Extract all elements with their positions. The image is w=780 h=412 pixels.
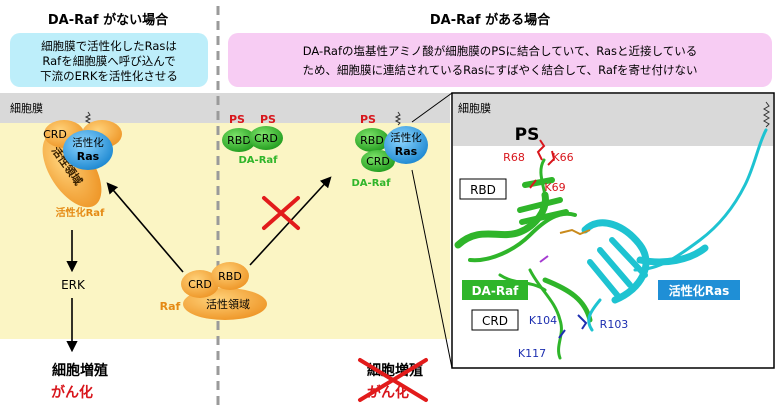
crd-box	[471, 309, 519, 331]
left-active-domain	[42, 132, 102, 208]
center-ps-2: PS	[260, 113, 276, 126]
center-da-raf-label: DA-Raf	[239, 155, 279, 166]
right-note-line-2: ため、細胞膜に連結されているRasにすばやく結合して、Rafを寄せ付けない	[303, 63, 698, 77]
right-da-raf-label: DA-Raf	[352, 178, 392, 189]
residue-r68: R68	[503, 151, 525, 164]
right-ps: PS	[360, 113, 376, 126]
center-rbd-label: RBD	[218, 270, 242, 283]
residue-k117: K117	[518, 347, 546, 360]
right-da-raf-crd	[361, 150, 395, 172]
left-note-line-2: Rafを細胞膜へ呼び込んで	[42, 54, 175, 68]
ras-ribbon	[581, 128, 768, 332]
left-crd-label: CRD	[43, 128, 67, 141]
zoom-line-top	[411, 92, 453, 123]
side-chains	[529, 139, 591, 339]
crd-box-label: CRD	[482, 314, 508, 328]
left-note-box	[10, 33, 208, 87]
left-note-line-3: 下流のERKを活性化させる	[40, 69, 178, 83]
center-active-domain-label: 活性領域	[206, 297, 250, 311]
center-da-raf-crd-label: CRD	[254, 132, 278, 145]
right-ras-label: Ras	[395, 145, 418, 158]
left-activated-raf-label: 活性化Raf	[56, 206, 105, 219]
structure-ps: PS	[515, 125, 540, 145]
left-ras-label: Ras	[77, 150, 100, 163]
da-raf-tag-label: DA-Raf	[472, 284, 520, 298]
right-heading: DA-Raf がある場合	[430, 12, 551, 28]
right-da-raf-rbd-label: RBD	[360, 134, 384, 147]
left-note-line-1: 細胞膜で活性化したRasは	[41, 39, 177, 53]
right-da-raf-crd-label: CRD	[366, 155, 390, 168]
residue-k69: K69	[544, 181, 565, 194]
center-da-raf-crd	[249, 126, 283, 150]
rbd-box-label: RBD	[470, 183, 496, 197]
erk-label: ERK	[61, 278, 86, 292]
right-note-line-1: DA-Rafの塩基性アミノ酸が細胞膜のPSに結合していて、Rasと近接している	[303, 44, 697, 58]
center-da-raf-rbd-label: RBD	[227, 134, 251, 147]
center-da-raf-rbd	[222, 128, 256, 152]
left-heading: DA-Raf がない場合	[48, 12, 169, 28]
right-da-raf-rbd	[355, 128, 389, 152]
left-ras	[63, 130, 113, 170]
right-ras-activated: 活性化	[390, 131, 422, 144]
ras-tag-label: 活性化Ras	[669, 283, 729, 298]
center-ps-1: PS	[229, 113, 245, 126]
residue-k66: K66	[552, 151, 573, 164]
center-crd	[181, 270, 219, 298]
ras-tag	[658, 280, 740, 300]
membrane-band	[0, 93, 450, 123]
center-raf-label: Raf	[160, 300, 181, 313]
structure-membrane	[453, 94, 773, 146]
arrow-raf-to-membrane	[106, 182, 184, 273]
right-anchor-tail	[394, 111, 402, 126]
blocked-cross	[262, 196, 300, 230]
structure-anchor-tail	[763, 101, 770, 128]
left-outcome-proliferation: 細胞増殖	[52, 362, 108, 379]
residue-r103: R103	[600, 318, 629, 331]
center-crd-label: CRD	[188, 278, 212, 291]
right-note-box	[228, 33, 772, 87]
left-outcome-cancer: がん化	[51, 384, 93, 401]
center-rbd	[211, 262, 249, 290]
membrane-label: 細胞膜	[10, 102, 43, 115]
da-raf-tag	[462, 280, 528, 300]
outcome-cross	[358, 358, 428, 402]
structure-membrane-label: 細胞膜	[458, 102, 491, 115]
residue-k104: K104	[529, 314, 557, 327]
rbd-box	[459, 178, 507, 200]
left-ras-activated: 活性化	[72, 136, 104, 149]
da-raf-ribbon	[454, 158, 593, 360]
right-ras	[384, 126, 428, 164]
zoom-line-bottom	[411, 169, 453, 369]
